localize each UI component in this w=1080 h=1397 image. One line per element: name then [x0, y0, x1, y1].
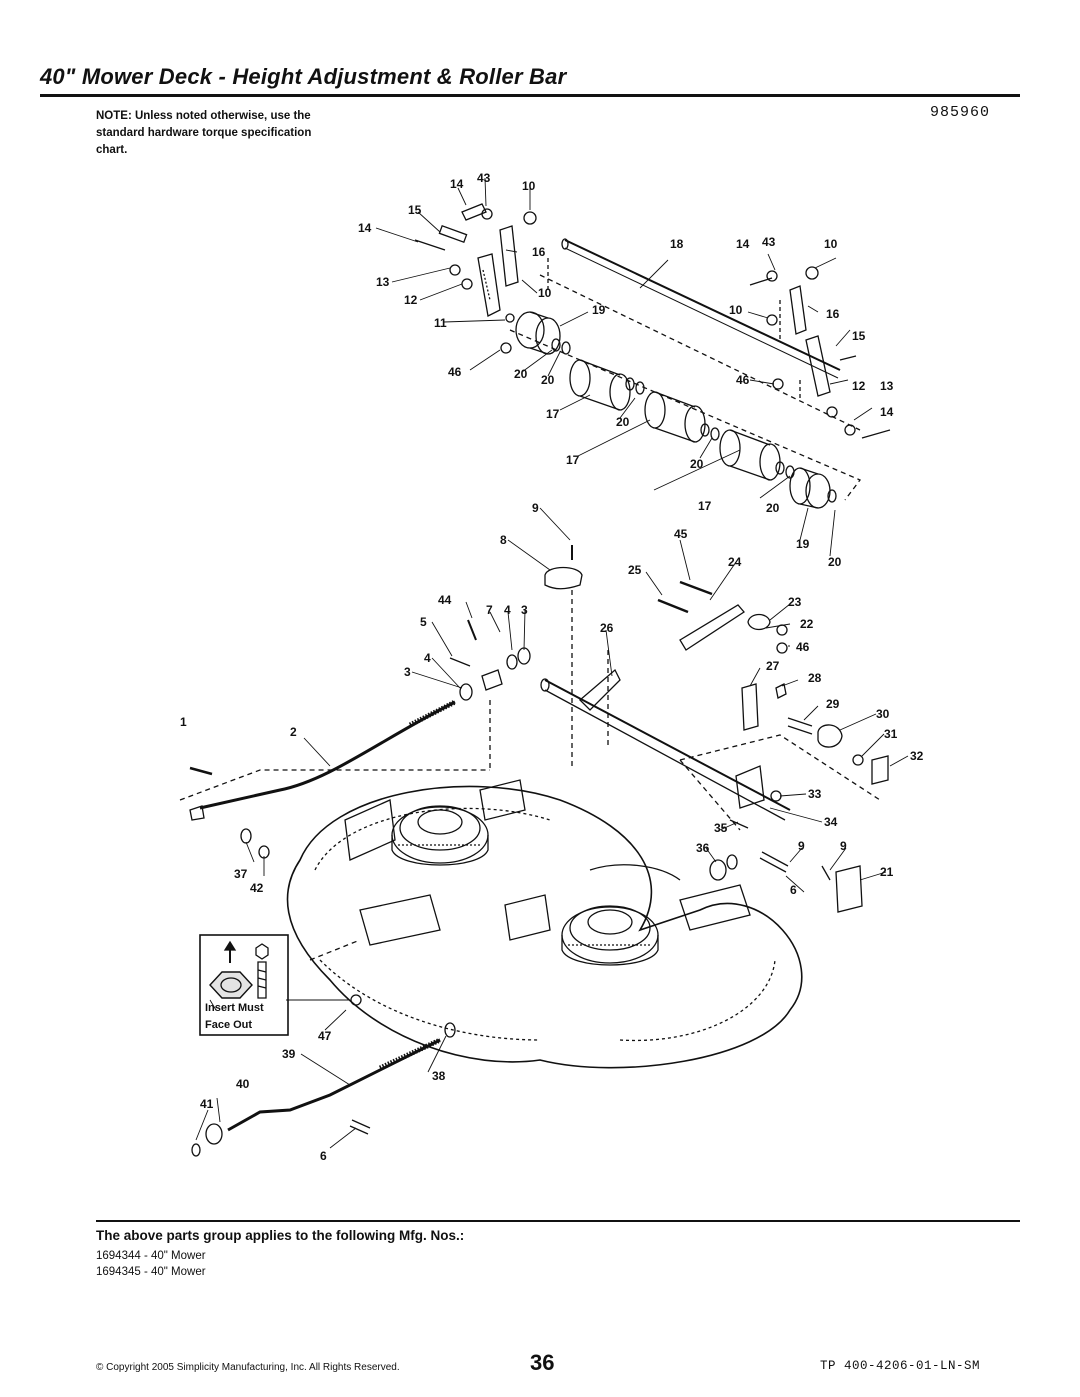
- callout-22: 22: [800, 617, 814, 631]
- callout-14: 14: [450, 177, 464, 191]
- callout-36: 36: [696, 841, 710, 855]
- callout-31: 31: [884, 727, 898, 741]
- callout-19: 19: [592, 303, 606, 317]
- callout-20: 20: [616, 415, 630, 429]
- callout-17: 17: [546, 407, 560, 421]
- callout-15: 15: [408, 203, 422, 217]
- callout-10: 10: [824, 237, 838, 251]
- callout-10: 10: [729, 303, 743, 317]
- callout-7: 7: [486, 603, 493, 617]
- callout-35: 35: [714, 821, 728, 835]
- callout-45: 45: [674, 527, 688, 541]
- roller-bar-assembly: [414, 203, 891, 509]
- copyright: © Copyright 2005 Simplicity Manufacturin…: [96, 1362, 400, 1373]
- callout-17: 17: [698, 499, 712, 513]
- callout-3: 3: [404, 665, 411, 679]
- roller-17-a: [569, 359, 631, 411]
- callout-13: 13: [376, 275, 390, 289]
- callout-13: 13: [880, 379, 894, 393]
- callout-27: 27: [766, 659, 780, 673]
- callout-10: 10: [538, 286, 552, 300]
- callout-12: 12: [852, 379, 866, 393]
- callout-16: 16: [826, 307, 840, 321]
- callout-23: 23: [788, 595, 802, 609]
- callout-39: 39: [282, 1047, 296, 1061]
- roller-19-end: [789, 467, 831, 509]
- callout-9: 9: [840, 839, 847, 853]
- callout-14: 14: [880, 405, 894, 419]
- right-spindle-pulley: [561, 905, 659, 966]
- callout-28: 28: [808, 671, 822, 685]
- roller-17-b: [644, 391, 706, 443]
- callout-30: 30: [876, 707, 890, 721]
- callout-47: 47: [318, 1029, 332, 1043]
- callout-26: 26: [600, 621, 614, 635]
- applies-heading: The above parts group applies to the fol…: [96, 1228, 465, 1243]
- callout-4: 4: [424, 651, 431, 665]
- callout-29: 29: [826, 697, 840, 711]
- callout-40: 40: [236, 1077, 250, 1091]
- callout-8: 8: [500, 533, 507, 547]
- mfg-number: 1694344 - 40" Mower: [96, 1250, 206, 1262]
- callout-32: 32: [910, 749, 924, 763]
- callout-10: 10: [522, 179, 536, 193]
- callout-1: 1: [180, 715, 187, 729]
- callout-41: 41: [200, 1097, 214, 1111]
- title-rule: [40, 94, 1020, 97]
- callout-33: 33: [808, 787, 822, 801]
- callout-20: 20: [514, 367, 528, 381]
- callout-9: 9: [798, 839, 805, 853]
- callout-15: 15: [852, 329, 866, 343]
- callout-6: 6: [320, 1149, 327, 1163]
- callout-38: 38: [432, 1069, 446, 1083]
- callout-34: 34: [824, 815, 838, 829]
- callout-11: 11: [434, 316, 447, 330]
- callout-46: 46: [736, 373, 750, 387]
- callout-5: 5: [420, 615, 427, 629]
- insert-must-face-out-inset: [199, 934, 289, 1036]
- callout-leaders: [195, 177, 909, 1149]
- callout-19: 19: [796, 537, 810, 551]
- callout-46: 46: [796, 640, 810, 654]
- callout-43: 43: [477, 171, 491, 185]
- callout-16: 16: [532, 245, 546, 259]
- callout-24: 24: [728, 555, 742, 569]
- left-spindle-pulley: [391, 805, 489, 866]
- torque-note: NOTE: Unless noted otherwise, use the st…: [96, 110, 312, 156]
- callout-20: 20: [828, 555, 842, 569]
- page-title: 40" Mower Deck - Height Adjustment & Rol…: [40, 64, 567, 89]
- mfg-number: 1694345 - 40" Mower: [96, 1266, 206, 1278]
- mower-deck-housing: [286, 779, 803, 1069]
- callout-numbers: 14 43 10 15 14 16 13 10 12 19 11 46 20 2…: [180, 171, 924, 1163]
- callout-14: 14: [358, 221, 372, 235]
- callout-20: 20: [690, 457, 704, 471]
- inset-label-line1: Insert Must: [205, 1002, 264, 1014]
- callout-42: 42: [250, 881, 264, 895]
- inset-label-line2: Face Out: [205, 1019, 252, 1031]
- callout-46: 46: [448, 365, 462, 379]
- callout-14: 14: [736, 237, 750, 251]
- callout-17: 17: [566, 453, 580, 467]
- document-code: TP 400-4206-01-LN-SM: [820, 1359, 981, 1373]
- footer-rule: [96, 1220, 1020, 1222]
- callout-20: 20: [766, 501, 780, 515]
- callout-20: 20: [541, 373, 555, 387]
- callout-12: 12: [404, 293, 418, 307]
- callout-37: 37: [234, 867, 248, 881]
- callout-3: 3: [521, 603, 528, 617]
- diagram-number: 985960: [930, 104, 991, 121]
- page-number: 36: [530, 1350, 555, 1375]
- callout-44: 44: [438, 593, 452, 607]
- callout-4: 4: [504, 603, 511, 617]
- callout-9: 9: [532, 501, 539, 515]
- callout-2: 2: [290, 725, 297, 739]
- callout-6: 6: [790, 883, 797, 897]
- callout-18: 18: [670, 237, 684, 251]
- callout-25: 25: [628, 563, 642, 577]
- callout-43: 43: [762, 235, 776, 249]
- callout-21: 21: [880, 865, 894, 879]
- height-adjustment-linkage: [179, 545, 889, 1157]
